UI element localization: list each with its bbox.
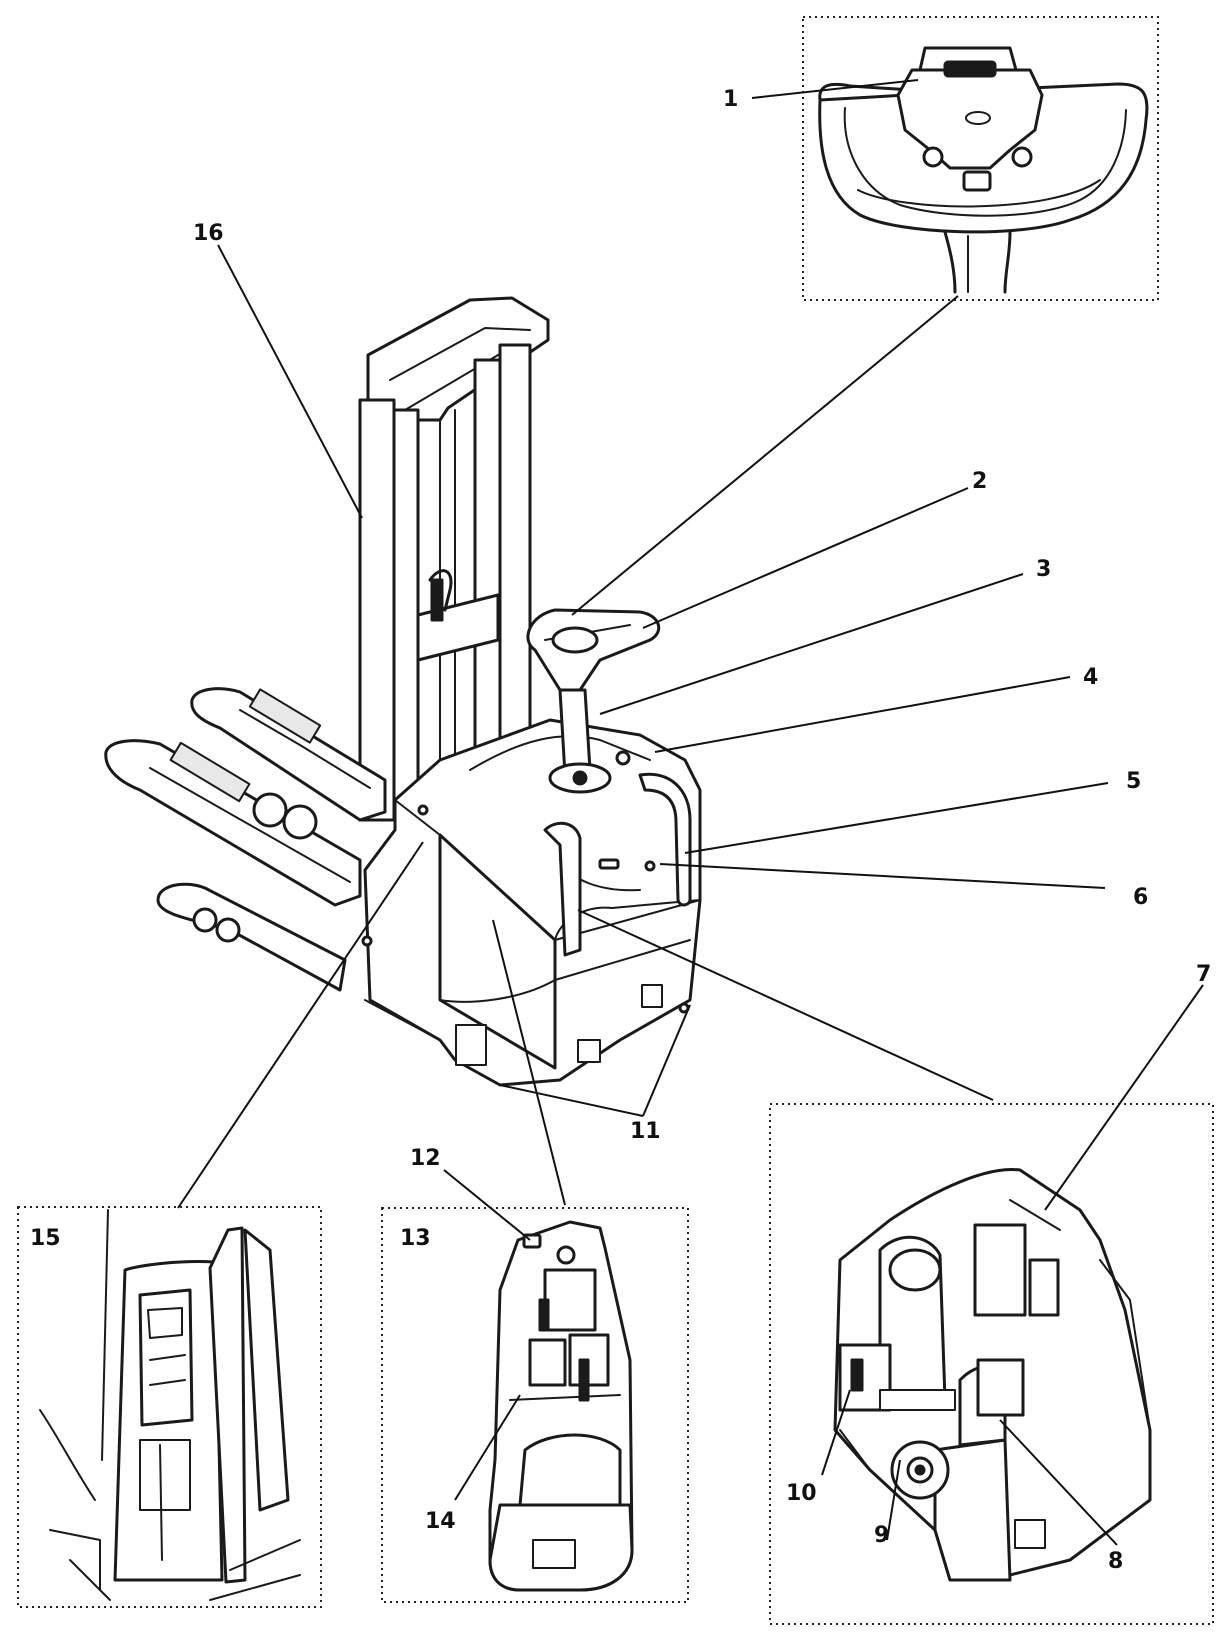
callout-13: 13 <box>400 1226 431 1251</box>
tiller-head-detail: 1 <box>723 16 1159 301</box>
leader-14 <box>454 1394 521 1501</box>
callout-2: 2 <box>972 469 987 494</box>
leader-1 <box>751 79 919 99</box>
leader-9 <box>886 1459 901 1541</box>
callout-10: 10 <box>786 1481 817 1506</box>
leader-6 <box>659 863 1106 889</box>
detail-15: 15 <box>17 1206 322 1608</box>
leader-16 <box>217 244 363 519</box>
pallet-stacker-illustration <box>104 244 1109 1209</box>
leader-3 <box>599 573 1024 715</box>
leader-8 <box>999 1419 1118 1546</box>
callout-8: 8 <box>1108 1549 1123 1574</box>
detail-13-frame <box>381 1207 689 1603</box>
callout-3: 3 <box>1036 557 1051 582</box>
leader-11b <box>642 1004 691 1117</box>
leader-5 <box>684 782 1109 854</box>
callout-5: 5 <box>1126 769 1141 794</box>
detail-7-10-frame <box>769 1103 1214 1625</box>
tiller-detail-frame <box>802 16 1159 301</box>
callout-9: 9 <box>874 1523 889 1548</box>
callout-16: 16 <box>193 221 224 246</box>
detail-7-10: 7 8 9 10 <box>769 962 1214 1625</box>
forks <box>104 687 387 992</box>
tiller-head-illustration <box>818 46 1149 294</box>
callout-6: 6 <box>1133 885 1148 910</box>
leader-2 <box>642 487 969 629</box>
callout-7: 7 <box>1196 962 1211 987</box>
callout-15: 15 <box>30 1226 61 1251</box>
tiller-arm <box>526 608 661 794</box>
mast <box>358 296 550 822</box>
callout-12: 12 <box>410 1146 441 1171</box>
leader-13-detail <box>492 919 566 1206</box>
leader-4 <box>654 676 1071 753</box>
leader-tiller-detail <box>571 295 959 616</box>
callout-14: 14 <box>425 1509 456 1534</box>
leader-15-detail <box>177 841 424 1209</box>
detail-15-frame <box>17 1206 322 1608</box>
leader-11a <box>499 1084 644 1117</box>
chassis <box>361 718 702 1087</box>
detail-13: 12 13 14 <box>381 1146 689 1603</box>
callout-11: 11 <box>630 1119 661 1144</box>
leader-12 <box>443 1169 531 1241</box>
leader-7-8-detail <box>577 909 994 1101</box>
callout-4: 4 <box>1083 665 1098 690</box>
callout-1: 1 <box>723 87 738 112</box>
leader-7 <box>1044 984 1204 1211</box>
leader-10 <box>821 1389 851 1476</box>
